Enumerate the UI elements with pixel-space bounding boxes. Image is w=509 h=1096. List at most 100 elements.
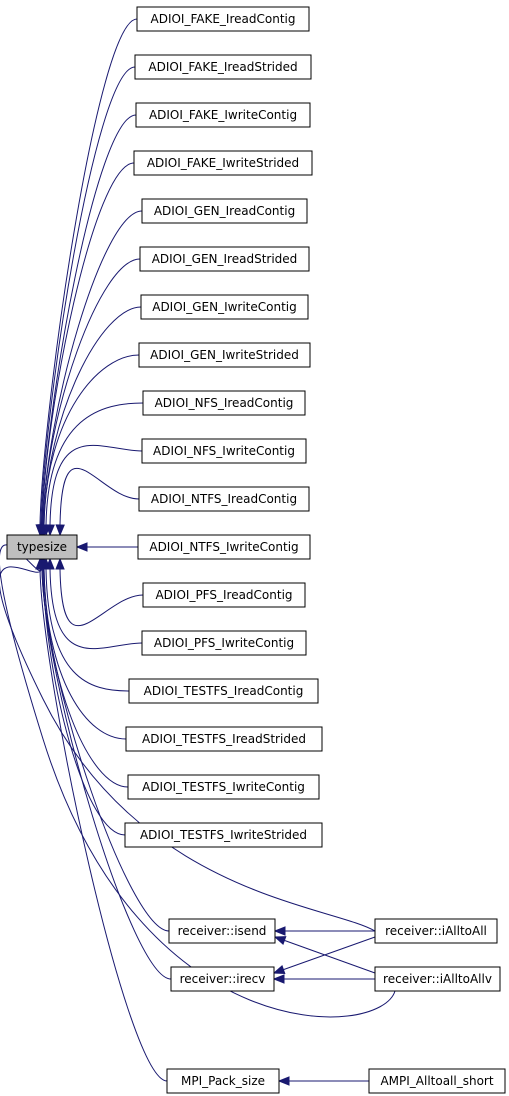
node-label: ADIOI_GEN_IreadContig bbox=[154, 204, 295, 218]
node-typesize[interactable]: typesize bbox=[6, 534, 78, 560]
node-label: ADIOI_FAKE_IreadStrided bbox=[148, 60, 297, 74]
arrowhead bbox=[272, 974, 285, 984]
node-adioi-gen-iwritestrided[interactable]: ADIOI_GEN_IwriteStrided bbox=[138, 342, 311, 368]
nodes-layer: typesize ADIOI_FAKE_IreadContigADIOI_FAKE… bbox=[6, 6, 506, 1094]
node-label: MPI_Pack_size bbox=[181, 1074, 265, 1088]
node-box[interactable] bbox=[170, 966, 275, 992]
node-box[interactable] bbox=[141, 438, 307, 464]
edge-n9-typesize bbox=[41, 402, 144, 537]
node-box[interactable] bbox=[138, 486, 310, 512]
node-adioi-fake-ireadcontig[interactable]: ADIOI_FAKE_IreadContig bbox=[136, 6, 310, 32]
node-adioi-testfs-ireadcontig[interactable]: ADIOI_TESTFS_IreadContig bbox=[128, 678, 319, 704]
edge-line bbox=[39, 18, 138, 526]
node-box[interactable] bbox=[142, 390, 306, 416]
edge-line bbox=[42, 258, 141, 526]
edge-ialltoall-isend bbox=[265, 926, 375, 936]
node-adioi-nfs-ireadcontig[interactable]: ADIOI_NFS_IreadContig bbox=[142, 390, 306, 416]
edge-line bbox=[49, 568, 143, 650]
node-box[interactable] bbox=[124, 822, 323, 848]
node-adioi-gen-ireadcontig[interactable]: ADIOI_GEN_IreadContig bbox=[141, 198, 308, 224]
node-box[interactable] bbox=[128, 678, 319, 704]
edge-n13-typesize bbox=[55, 557, 144, 627]
node-box[interactable] bbox=[166, 1068, 280, 1094]
node-label: receiver::iAlltoAllv bbox=[383, 972, 492, 986]
edge-n15-typesize bbox=[41, 557, 130, 692]
edge-line bbox=[59, 568, 144, 627]
node-box[interactable] bbox=[136, 6, 310, 32]
node-box[interactable] bbox=[141, 630, 307, 656]
node-box[interactable] bbox=[141, 198, 308, 224]
node-receiver-ialltoallv[interactable]: receiver::iAlltoAllv bbox=[374, 966, 501, 992]
edge-line bbox=[43, 568, 129, 788]
node-receiver-irecv[interactable]: receiver::irecv bbox=[170, 966, 275, 992]
node-label: ADIOI_PFS_IreadContig bbox=[155, 588, 292, 602]
edge-line bbox=[41, 568, 172, 980]
node-box[interactable] bbox=[138, 342, 311, 368]
edge-n18-typesize bbox=[38, 557, 126, 836]
node-label: ADIOI_NTFS_IwriteContig bbox=[149, 540, 298, 554]
node-label: ADIOI_NTFS_IreadContig bbox=[151, 492, 297, 506]
node-adioi-testfs-iwritecontig[interactable]: ADIOI_TESTFS_IwriteContig bbox=[127, 774, 320, 800]
edge-line bbox=[49, 444, 143, 526]
node-box[interactable] bbox=[125, 726, 323, 752]
node-adioi-nfs-iwritecontig[interactable]: ADIOI_NFS_IwriteContig bbox=[141, 438, 307, 464]
edge-line bbox=[41, 162, 135, 526]
node-label: ADIOI_GEN_IwriteStrided bbox=[150, 348, 299, 362]
edge-line bbox=[42, 210, 143, 526]
node-ampi-alltoall-short[interactable]: AMPI_Alltoall_short bbox=[368, 1068, 506, 1094]
arrowhead bbox=[273, 926, 286, 936]
edge-line bbox=[42, 568, 126, 836]
node-adioi-ntfs-iwritecontig[interactable]: ADIOI_NTFS_IwriteContig bbox=[137, 534, 311, 560]
edge-line bbox=[40, 66, 136, 526]
node-box[interactable] bbox=[134, 54, 312, 80]
edge-line bbox=[59, 467, 140, 526]
node-box[interactable] bbox=[140, 294, 309, 320]
node-box[interactable] bbox=[127, 774, 320, 800]
edge-line bbox=[43, 568, 127, 740]
arrowhead bbox=[75, 542, 88, 552]
edge-n11-typesize bbox=[55, 467, 140, 537]
node-label: ADIOI_TESTFS_IwriteStrided bbox=[140, 828, 307, 842]
node-adioi-fake-iwritecontig[interactable]: ADIOI_FAKE_IwriteContig bbox=[135, 102, 311, 128]
node-box[interactable] bbox=[139, 246, 310, 272]
node-adioi-gen-iwritecontig[interactable]: ADIOI_GEN_IwriteContig bbox=[140, 294, 309, 320]
node-box[interactable] bbox=[6, 534, 78, 560]
node-adioi-gen-ireadstrided[interactable]: ADIOI_GEN_IreadStrided bbox=[139, 246, 310, 272]
node-box[interactable] bbox=[133, 150, 313, 176]
node-box[interactable] bbox=[374, 918, 498, 944]
node-label: ADIOI_TESTFS_IreadContig bbox=[144, 684, 304, 698]
node-label: ADIOI_TESTFS_IwriteContig bbox=[142, 780, 305, 794]
node-label: AMPI_Alltoall_short bbox=[380, 1074, 493, 1088]
edge-n16-typesize bbox=[39, 557, 127, 740]
node-box[interactable] bbox=[374, 966, 501, 992]
edges-layer bbox=[0, 18, 396, 1086]
node-receiver-ialltoall[interactable]: receiver::iAlltoAll bbox=[374, 918, 498, 944]
node-box[interactable] bbox=[168, 918, 276, 944]
node-box[interactable] bbox=[368, 1068, 506, 1094]
arrowhead bbox=[55, 557, 65, 570]
node-mpi-pack-size[interactable]: MPI_Pack_size bbox=[166, 1068, 280, 1094]
node-receiver-isend[interactable]: receiver::isend bbox=[168, 918, 276, 944]
node-box[interactable] bbox=[137, 534, 311, 560]
node-adioi-fake-iwritestrided[interactable]: ADIOI_FAKE_IwriteStrided bbox=[133, 150, 313, 176]
node-label: ADIOI_NFS_IwriteContig bbox=[153, 444, 295, 458]
edge-line bbox=[45, 568, 130, 692]
node-box[interactable] bbox=[142, 582, 306, 608]
edge-line bbox=[43, 306, 142, 526]
node-label: ADIOI_NFS_IreadContig bbox=[155, 396, 294, 410]
node-adioi-testfs-ireadstrided[interactable]: ADIOI_TESTFS_IreadStrided bbox=[125, 726, 323, 752]
node-adioi-fake-ireadstrided[interactable]: ADIOI_FAKE_IreadStrided bbox=[134, 54, 312, 80]
arrowhead bbox=[45, 524, 55, 537]
node-adioi-testfs-iwritestrided[interactable]: ADIOI_TESTFS_IwriteStrided bbox=[124, 822, 323, 848]
node-adioi-pfs-ireadcontig[interactable]: ADIOI_PFS_IreadContig bbox=[142, 582, 306, 608]
node-label: ADIOI_PFS_IwriteContig bbox=[154, 636, 294, 650]
edge-ialltoall-irecv bbox=[264, 936, 376, 977]
node-label: ADIOI_GEN_IreadStrided bbox=[152, 252, 298, 266]
node-adioi-ntfs-ireadcontig[interactable]: ADIOI_NTFS_IreadContig bbox=[138, 486, 310, 512]
edge-n5-typesize bbox=[38, 210, 143, 537]
node-adioi-pfs-iwritecontig[interactable]: ADIOI_PFS_IwriteContig bbox=[141, 630, 307, 656]
edge-line bbox=[0, 566, 376, 932]
node-box[interactable] bbox=[135, 102, 311, 128]
arrowhead bbox=[277, 1076, 290, 1086]
edge-line bbox=[45, 402, 144, 526]
